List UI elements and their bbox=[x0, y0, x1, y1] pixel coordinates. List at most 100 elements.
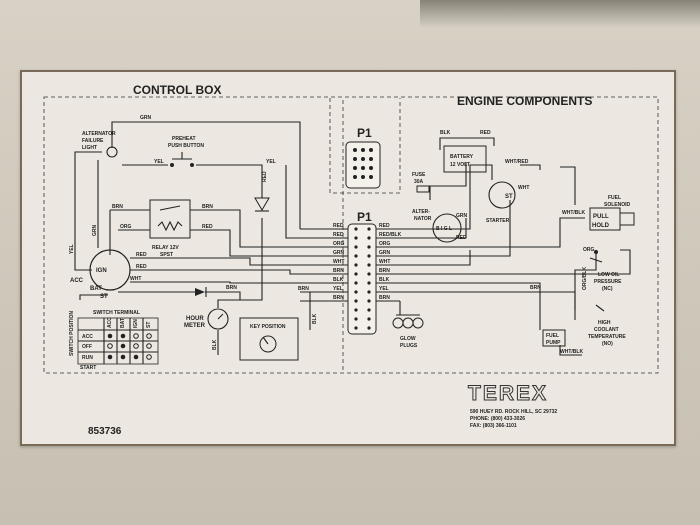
p1-right-label: BRN bbox=[379, 268, 390, 274]
p1-main-label: P1 bbox=[357, 210, 372, 224]
p1-right-label: ORG bbox=[379, 241, 391, 247]
svg-text:RED: RED bbox=[136, 264, 147, 270]
battery-12v: BATTERY 12 VOLT bbox=[443, 145, 487, 173]
control-box-title: CONTROL BOX bbox=[133, 83, 221, 97]
svg-text:GRN: GRN bbox=[140, 115, 152, 121]
svg-text:YEL: YEL bbox=[154, 159, 164, 165]
manufacturer-block: TEREX 590 HUEY RD. ROCK HILL, SC 29732 P… bbox=[468, 382, 558, 430]
svg-text:STARTER: STARTER bbox=[486, 218, 510, 224]
p1-right-label: YEL bbox=[379, 286, 389, 292]
svg-text:COOLANT: COOLANT bbox=[594, 327, 619, 333]
engine-wire-labels: BLK RED WHT/RED WHT WHT/BLK GRN RED ORG … bbox=[440, 130, 595, 355]
svg-text:12 VOLT: 12 VOLT bbox=[450, 162, 470, 168]
svg-text:FUEL: FUEL bbox=[608, 195, 621, 201]
relay-12v-spst: RELAY 12V SPST bbox=[149, 199, 191, 258]
svg-text:RUN: RUN bbox=[82, 355, 93, 361]
svg-text:BAT: BAT bbox=[120, 318, 126, 328]
p1-wire-stubs bbox=[300, 228, 430, 302]
svg-text:PLUGS: PLUGS bbox=[400, 343, 418, 349]
starter: ST STARTER bbox=[486, 181, 516, 224]
svg-text:BRN: BRN bbox=[112, 204, 123, 210]
svg-text:RED: RED bbox=[202, 224, 213, 230]
outer-boundary bbox=[43, 96, 659, 374]
svg-text:PREHEAT: PREHEAT bbox=[172, 136, 196, 142]
alternator: B I G L ALTER- NATOR bbox=[412, 209, 462, 243]
p1-right-label: BLK bbox=[379, 277, 390, 283]
switch-terminal-title: SWITCH TERMINAL bbox=[93, 310, 140, 316]
svg-text:ACC: ACC bbox=[82, 334, 93, 340]
svg-text:GLOW: GLOW bbox=[400, 336, 416, 342]
svg-text:HOLD: HOLD bbox=[592, 223, 610, 229]
hour-meter: HOUR METER bbox=[184, 308, 229, 330]
svg-text:(NC): (NC) bbox=[602, 286, 613, 292]
svg-text:BRN: BRN bbox=[530, 285, 541, 291]
svg-text:WHT/RED: WHT/RED bbox=[505, 159, 529, 165]
high-coolant-temp-switch: HIGH COOLANT TEMPERATURE (NO) bbox=[588, 304, 626, 347]
p1-left-label: BRN bbox=[333, 268, 344, 274]
svg-text:B I G L: B I G L bbox=[436, 226, 452, 232]
p1-left-label: ORG bbox=[333, 241, 345, 247]
svg-text:ALTERNATOR: ALTERNATOR bbox=[82, 131, 116, 137]
glow-plugs: GLOW PLUGS bbox=[392, 317, 424, 349]
svg-text:ST: ST bbox=[100, 294, 108, 300]
svg-text:GRN: GRN bbox=[456, 213, 468, 219]
key-position-diagram: KEY POSITION bbox=[239, 317, 299, 361]
svg-text:PULL: PULL bbox=[593, 214, 609, 220]
svg-text:ST: ST bbox=[146, 322, 152, 328]
p1-left-label: RED bbox=[333, 232, 344, 238]
svg-text:ORG/BLK: ORG/BLK bbox=[582, 267, 588, 290]
svg-text:WHT/BLK: WHT/BLK bbox=[562, 210, 585, 216]
maker-phone: PHONE: (800) 433-3026 bbox=[470, 416, 525, 422]
svg-text:START: START bbox=[80, 365, 96, 371]
svg-text:RED: RED bbox=[480, 130, 491, 136]
p1-top-boundary bbox=[329, 98, 401, 194]
svg-text:FUEL: FUEL bbox=[546, 333, 559, 339]
p1-right-label: BRN bbox=[379, 295, 390, 301]
svg-text:FAILURE: FAILURE bbox=[82, 138, 104, 144]
low-oil-pressure-switch: LOW OIL PRESSURE (NC) bbox=[589, 250, 622, 292]
p1-right-label: RED/BLK bbox=[379, 232, 402, 238]
svg-text:ACC: ACC bbox=[70, 278, 84, 284]
svg-text:GRN: GRN bbox=[92, 225, 98, 237]
svg-text:BATTERY: BATTERY bbox=[450, 154, 474, 160]
svg-text:BRN: BRN bbox=[298, 286, 309, 292]
alternator-failure-light: ALTERNATOR FAILURE LIGHT bbox=[82, 131, 118, 158]
maker-fax: FAX: (803) 366-1101 bbox=[470, 423, 517, 429]
svg-text:PUSH BUTTON: PUSH BUTTON bbox=[168, 143, 204, 149]
p1-right-label: RED bbox=[379, 223, 390, 229]
brand-logo: TEREX bbox=[468, 382, 548, 405]
svg-text:FUSE: FUSE bbox=[412, 172, 426, 178]
svg-text:BRN: BRN bbox=[202, 204, 213, 210]
svg-text:RED: RED bbox=[456, 235, 467, 241]
engine-wiring bbox=[396, 137, 631, 356]
p1-top-connector bbox=[345, 141, 381, 189]
switch-terminal-table: SWITCH TERMINAL SWITCH POSITION ACC OFF … bbox=[69, 310, 159, 371]
svg-text:(NO): (NO) bbox=[602, 341, 613, 347]
svg-text:LOW OIL: LOW OIL bbox=[598, 272, 619, 278]
svg-text:WHT/BLK: WHT/BLK bbox=[560, 349, 583, 355]
svg-text:ORG: ORG bbox=[120, 224, 132, 230]
diode-symbol bbox=[195, 197, 270, 297]
svg-text:RED: RED bbox=[136, 252, 147, 258]
p1-left-label: BRN bbox=[333, 295, 344, 301]
fuse-30a: FUSE 30A bbox=[412, 172, 430, 193]
svg-text:WHT: WHT bbox=[130, 276, 141, 282]
svg-text:WHT: WHT bbox=[518, 185, 529, 191]
svg-text:TEMPERATURE: TEMPERATURE bbox=[588, 334, 626, 340]
part-number: 853736 bbox=[88, 426, 122, 437]
fuel-pump: FUEL PUMP bbox=[542, 329, 566, 347]
svg-text:SPST: SPST bbox=[160, 252, 173, 258]
svg-text:LIGHT: LIGHT bbox=[82, 145, 97, 151]
control-box-wiring bbox=[74, 121, 311, 355]
fuel-solenoid: PULL HOLD FUEL SOLENOID bbox=[589, 195, 635, 231]
svg-text:NATOR: NATOR bbox=[414, 216, 432, 222]
svg-text:PRESSURE: PRESSURE bbox=[594, 279, 622, 285]
svg-text:YEL: YEL bbox=[266, 159, 276, 165]
control-box-wire-labels: GRN YEL YEL GRN BRN BRN ORG RED YEL RED … bbox=[69, 115, 318, 350]
svg-text:BLK: BLK bbox=[440, 130, 451, 136]
p1-left-label: BLK bbox=[333, 277, 344, 283]
svg-text:SOLENOID: SOLENOID bbox=[604, 202, 631, 208]
svg-text:METER: METER bbox=[184, 323, 206, 329]
switch-position-title: SWITCH POSITION bbox=[69, 311, 75, 356]
